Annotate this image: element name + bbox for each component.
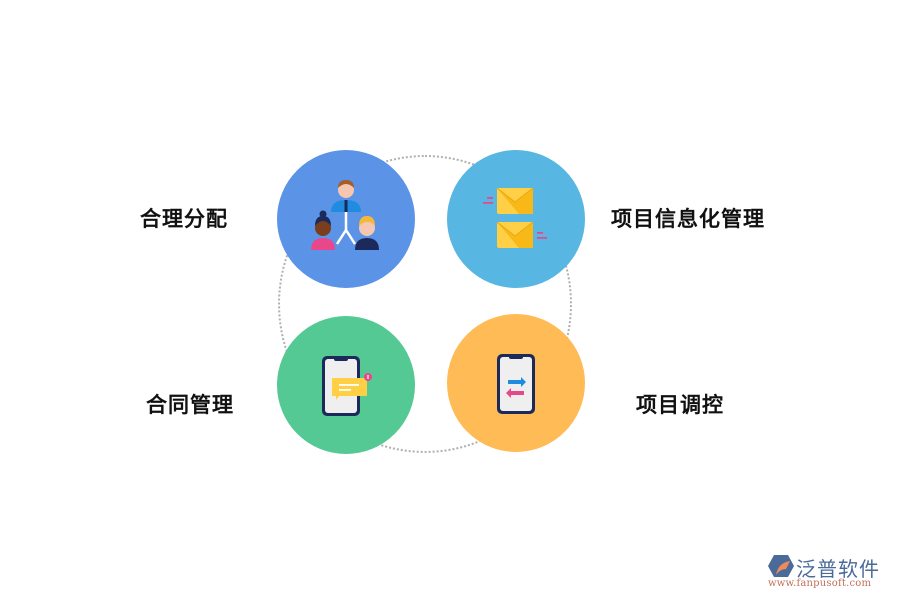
logo-mark-icon — [768, 555, 794, 577]
label-contract-management: 合同管理 — [146, 393, 234, 417]
circle-contract-management — [277, 316, 415, 454]
logo-url: www.fanpusoft.com — [768, 578, 872, 589]
logo-name: 泛普软件 — [796, 557, 880, 581]
people-hierarchy-icon — [311, 180, 379, 250]
label-allocation: 合理分配 — [140, 207, 228, 231]
circle-allocation — [277, 150, 415, 288]
label-project-control: 项目调控 — [636, 393, 724, 417]
label-info-management: 项目信息化管理 — [611, 207, 765, 231]
phone-transfer-icon — [497, 354, 535, 414]
circle-info-management — [447, 150, 585, 288]
circle-project-control — [447, 314, 585, 452]
dotted-ring — [278, 155, 572, 453]
brand-logo: 泛普软件 www.fanpusoft.com — [768, 553, 896, 595]
phone-message-icon — [322, 356, 372, 416]
envelopes-icon — [483, 187, 547, 248]
